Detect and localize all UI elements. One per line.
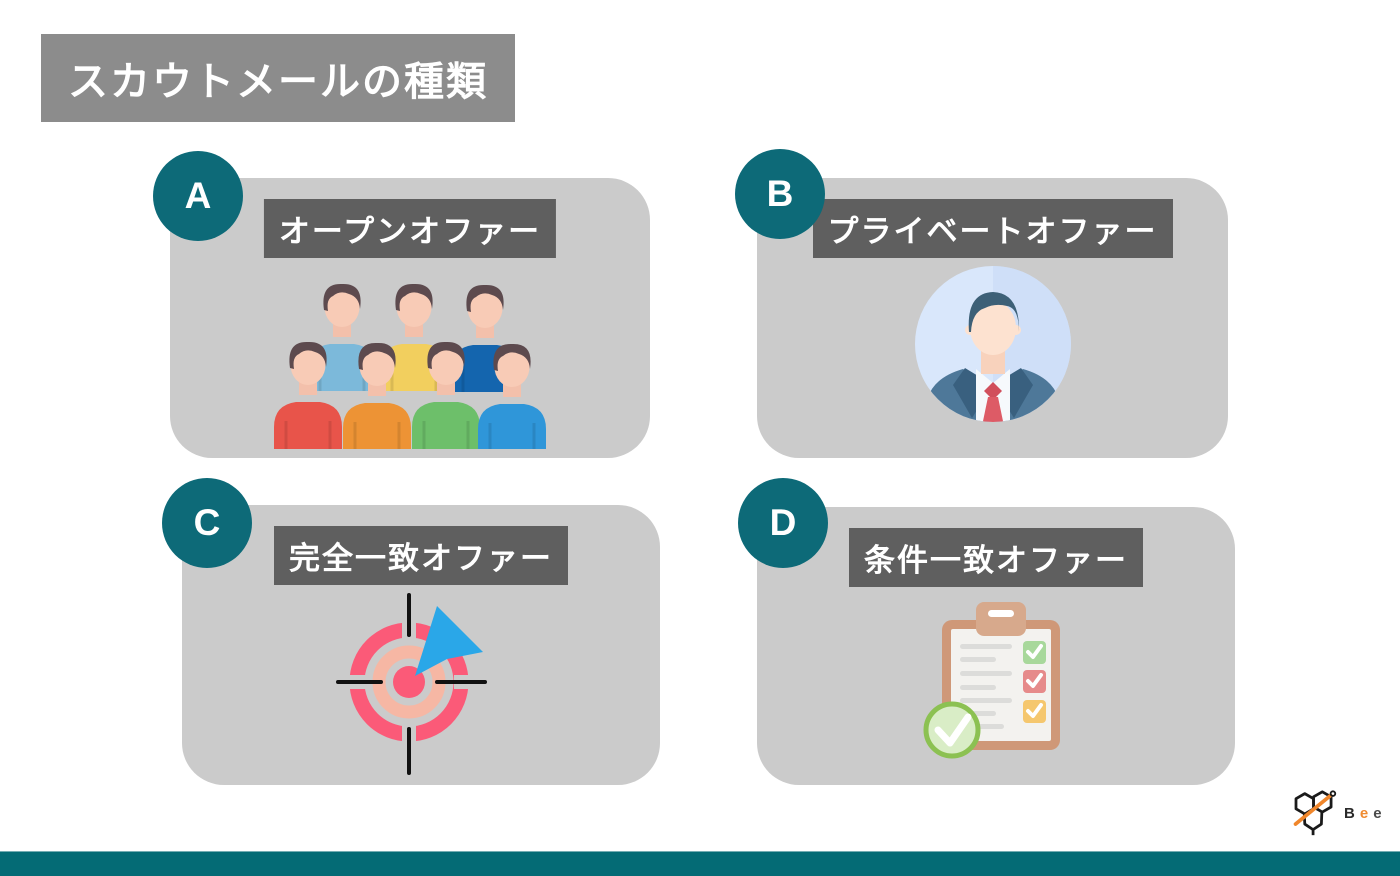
card-exact-match-offer: 完全一致オファー (182, 505, 660, 785)
card-condition-match-offer: 条件一致オファー (757, 507, 1235, 785)
card-label: 完全一致オファー (274, 526, 568, 585)
card-private-offer: プライベートオファー (757, 178, 1228, 458)
card-label: プライベートオファー (812, 199, 1173, 258)
bee-logo-text: B e e (1344, 805, 1382, 822)
badge-c: C (162, 478, 252, 568)
badge-d-letter: D (769, 502, 797, 543)
people-group-icon (272, 282, 548, 449)
page-title: スカウトメールの種類 (68, 60, 488, 104)
badge-c-letter: C (193, 502, 221, 543)
card-label: オープンオファー (263, 199, 557, 258)
badge-d: D (738, 478, 828, 568)
businessman-avatar-icon (914, 266, 1071, 422)
badge-b: B (735, 149, 825, 239)
footer-bar (0, 851, 1400, 876)
card-label: 条件一致オファー (849, 528, 1143, 587)
card-open-offer: オープンオファー (170, 178, 650, 458)
title-banner: スカウトメールの種類 (41, 34, 515, 122)
target-arrow-icon (336, 593, 487, 775)
badge-a-letter: A (184, 175, 212, 216)
bee-logo-letter: e (1373, 804, 1382, 822)
badge-b-letter: B (766, 173, 794, 214)
bee-logo-letter: e (1359, 804, 1369, 822)
bee-logo-letter: B (1344, 804, 1355, 822)
bee-logo-icon (1293, 790, 1337, 836)
bee-logo: B e e (1290, 788, 1382, 838)
badge-a: A (153, 151, 243, 241)
checklist-clipboard-icon (923, 602, 1060, 759)
